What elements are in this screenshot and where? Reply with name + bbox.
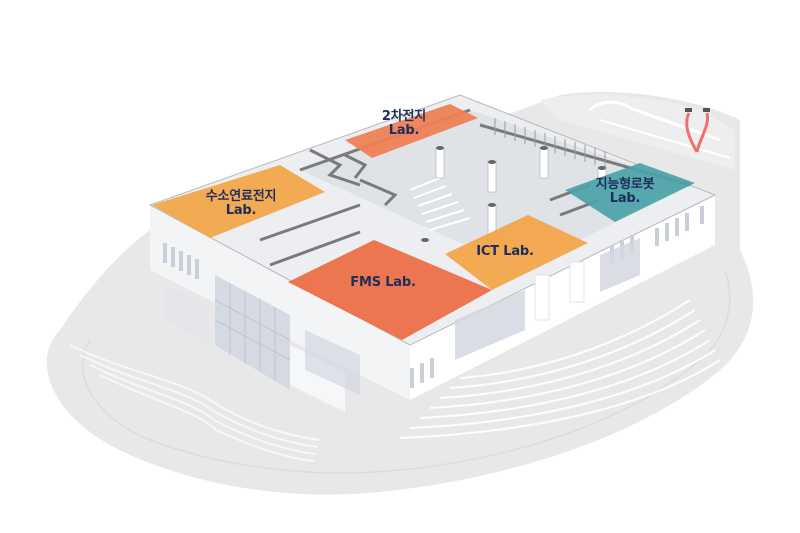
lab-zone-ict[interactable] — [445, 215, 588, 290]
lab-zone-fms[interactable] — [288, 240, 492, 340]
lab-zone-intelligent-robot[interactable] — [565, 163, 695, 222]
lab-zones — [152, 104, 695, 340]
sculpture-icon — [685, 108, 710, 153]
lab-zone-hydrogen-fuel-cell[interactable] — [152, 165, 325, 238]
lab-zone-battery[interactable] — [345, 104, 478, 158]
building-body — [148, 94, 717, 412]
